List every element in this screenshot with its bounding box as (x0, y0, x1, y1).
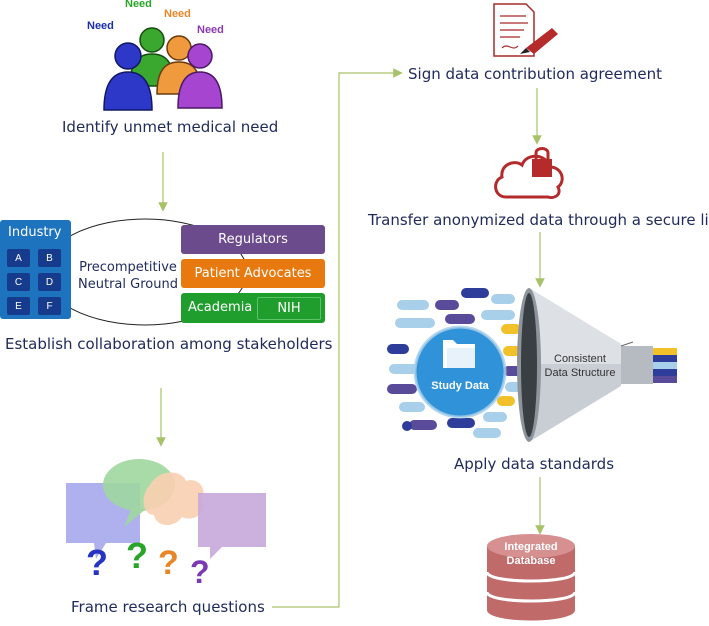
secure-cloud-icon (494, 147, 564, 199)
speech-bubbles-icon (66, 459, 266, 559)
question-mark-orange: ? (158, 544, 179, 582)
regulators-box: Regulators (181, 225, 325, 254)
need-label-3: Need (164, 8, 191, 20)
precompetitive-line1: Precompetitive (79, 260, 177, 275)
need-label-2: Need (125, 0, 152, 10)
database-line2: Database (506, 555, 556, 567)
company-e: E (7, 297, 30, 315)
arrow-frame-to-sign (272, 68, 403, 608)
people-icon (103, 27, 223, 111)
need-label-1: Need (87, 20, 114, 32)
consistent-line1: Consistent (554, 353, 606, 365)
precompetitive-text: Precompetitive Neutral Ground (70, 259, 186, 293)
study-data-label: Study Data (431, 380, 489, 392)
step-standards-label: Apply data standards (454, 455, 615, 473)
data-standards-funnel (387, 288, 677, 442)
industry-box: Industry A B C D E F (0, 220, 71, 319)
need-label-4: Need (197, 24, 224, 36)
academia-label: Academia (188, 300, 253, 315)
database-line1: Integrated (504, 541, 558, 553)
question-mark-green: ? (126, 535, 148, 576)
company-a: A (7, 249, 30, 267)
consistent-line2: Data Structure (544, 367, 616, 379)
industry-label: Industry (8, 225, 62, 240)
step-collaborate-label: Establish collaboration among stakeholde… (5, 335, 333, 353)
academia-box: Academia NIH (181, 293, 325, 323)
company-c: C (7, 273, 30, 291)
database-label: Integrated Database (483, 540, 579, 568)
step-sign-label: Sign data contribution agreement (408, 65, 662, 83)
nih-box: NIH (257, 297, 321, 320)
question-mark-blue: ? (86, 542, 108, 583)
company-d: D (38, 273, 61, 291)
patient-advocates-box: Patient Advocates (181, 259, 325, 288)
step-frame-label: Frame research questions (71, 598, 265, 616)
contract-signing-icon (493, 3, 558, 57)
step-transfer-label: Transfer anonymized data through a secur… (368, 211, 709, 229)
step-identify-label: Identify unmet medical need (62, 118, 279, 136)
question-mark-purple: ? (190, 554, 210, 590)
consistent-structure-label: Consistent Data Structure (538, 352, 622, 380)
company-b: B (38, 249, 61, 267)
precompetitive-line2: Neutral Ground (78, 277, 178, 292)
database-icon (485, 534, 577, 621)
company-f: F (38, 297, 61, 315)
